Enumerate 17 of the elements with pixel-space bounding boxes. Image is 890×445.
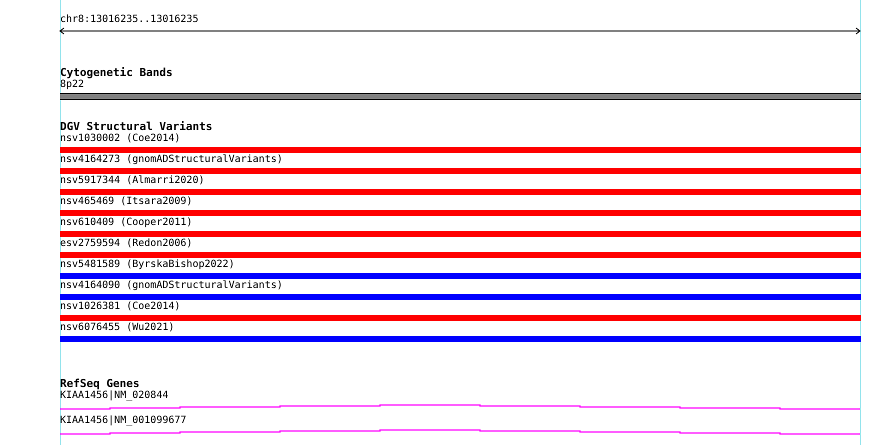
track-title: DGV Structural Variants [60,121,212,133]
track-title: RefSeq Genes [60,378,140,390]
variant-label: nsv5481589 (ByrskaBishop2022) [60,259,235,271]
gene-label: KIAA1456|NM_001099677 [60,415,186,427]
position-label: chr8:13016235..13016235 [60,14,198,26]
variant-label: nsv4164273 (gnomADStructuralVariants) [60,154,283,166]
band-label: 8p22 [60,79,84,91]
variant-label: nsv6076455 (Wu2021) [60,322,174,334]
variant-label: nsv5917344 (Almarri2020) [60,175,204,187]
variant-label: nsv465469 (Itsara2009) [60,196,192,208]
variant-label: esv2759594 (Redon2006) [60,238,192,250]
track-title: Cytogenetic Bands [60,67,173,79]
variant-label: nsv610409 (Cooper2011) [60,217,192,229]
variant-label: nsv4164090 (gnomADStructuralVariants) [60,280,283,292]
gene-label: KIAA1456|NM_020844 [60,390,168,402]
variant-label: nsv1030002 (Coe2014) [60,133,180,145]
variant-label: nsv1026381 (Coe2014) [60,301,180,313]
